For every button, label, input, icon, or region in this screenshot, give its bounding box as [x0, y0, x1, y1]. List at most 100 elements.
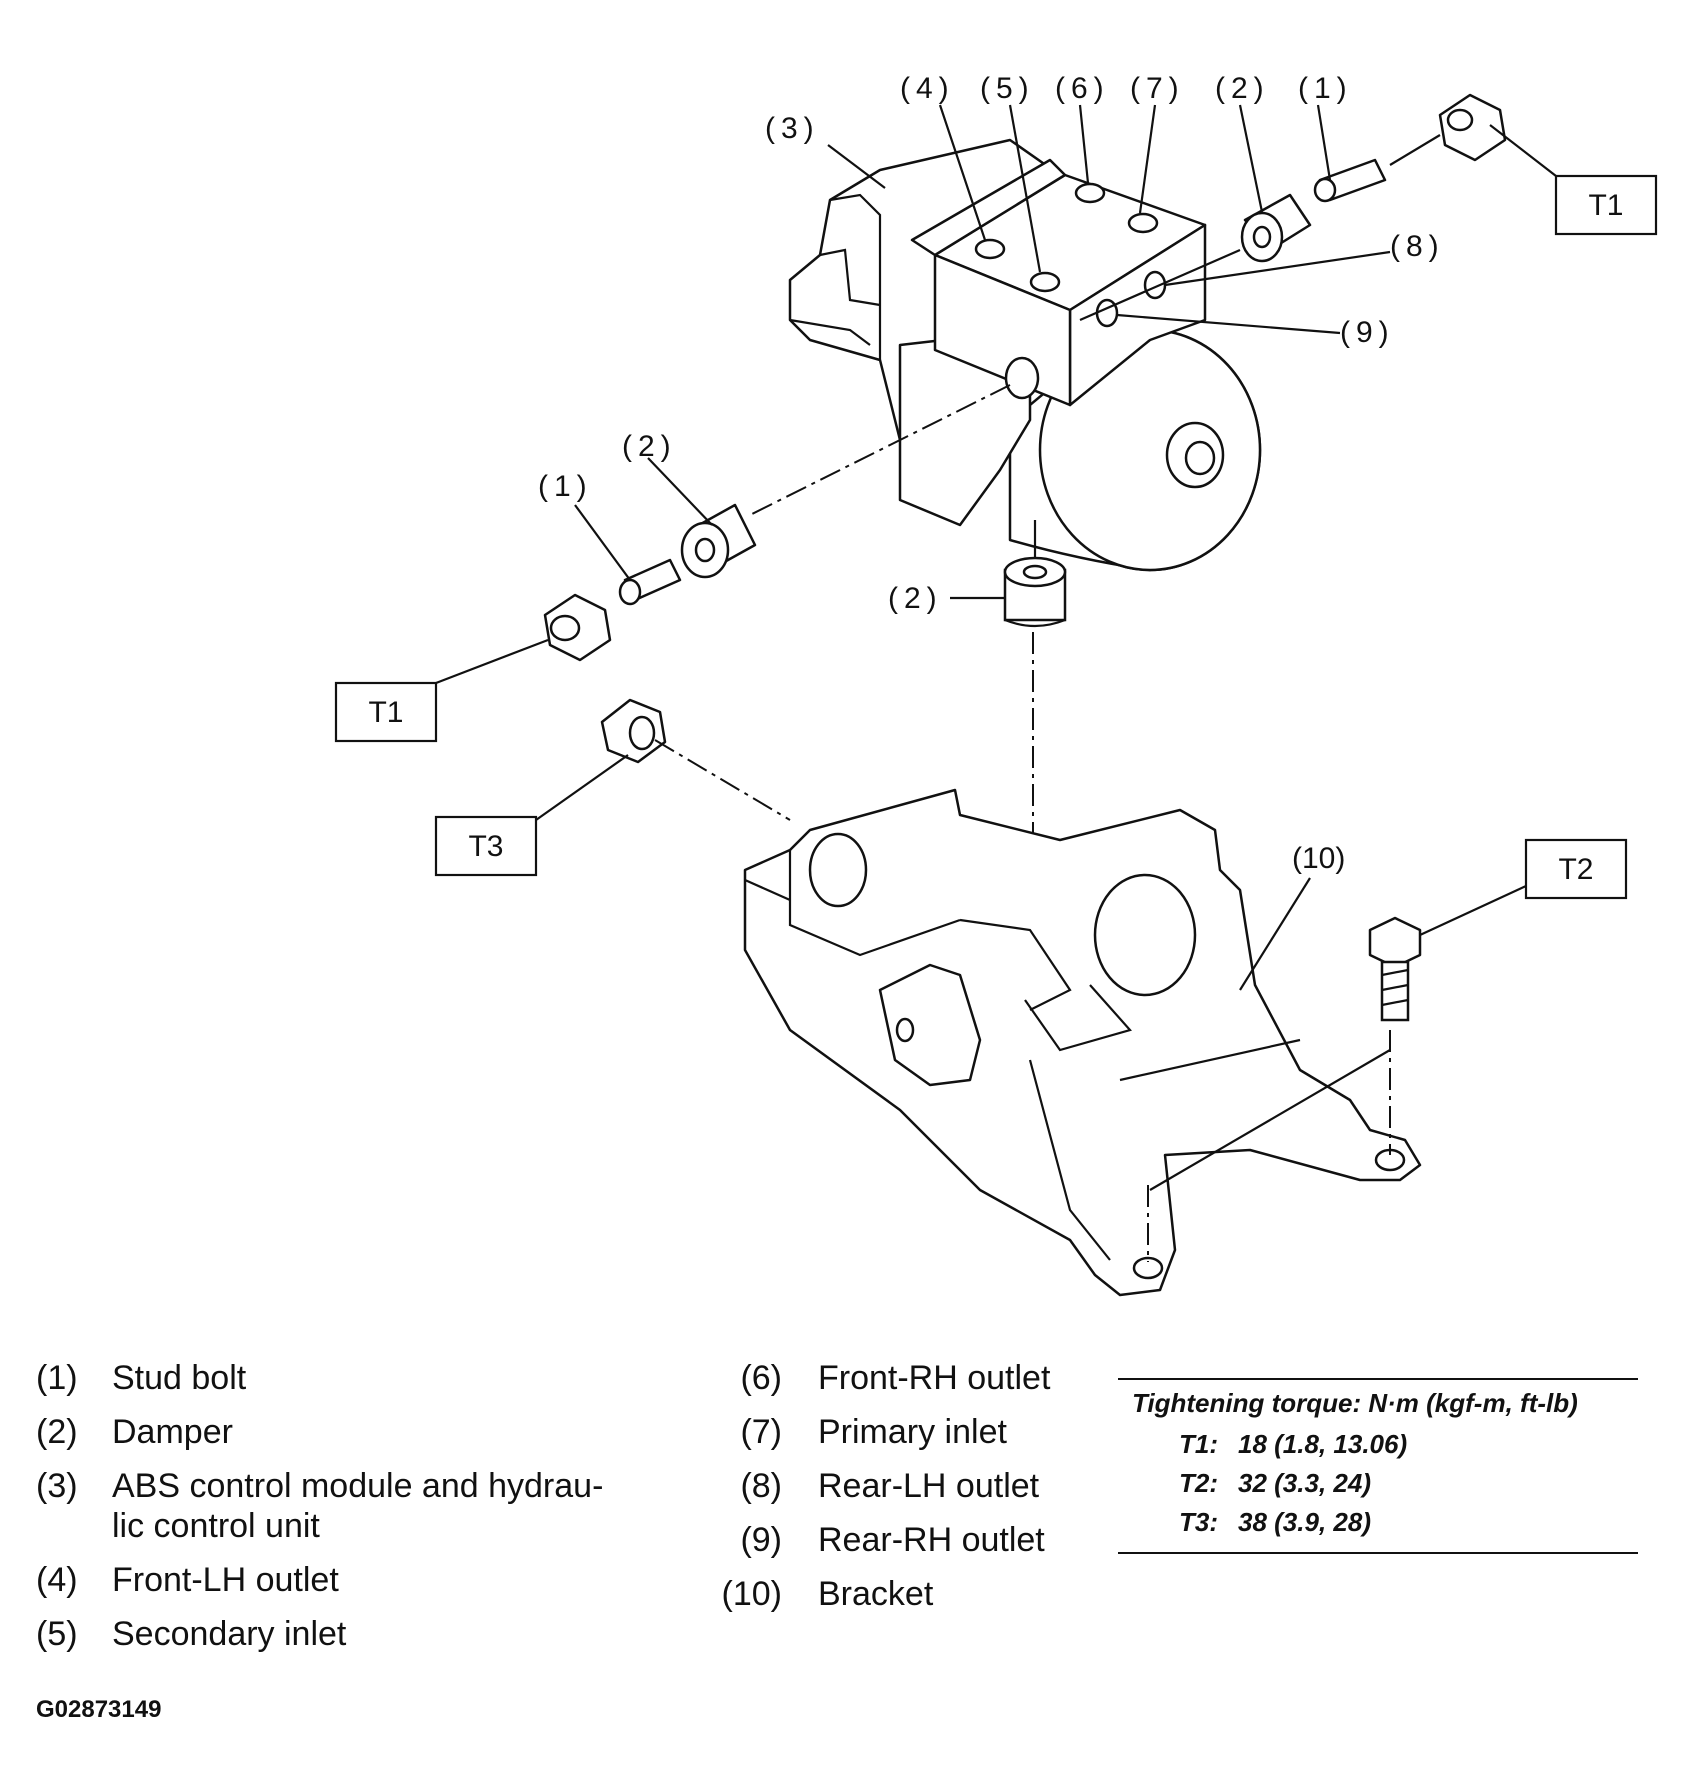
diagram-svg: T1 T1 T3 [334, 72, 1658, 1297]
t3-box [434, 815, 538, 877]
legend-item-5: (5) Secondary inlet [36, 1614, 672, 1654]
torque-key: T1: [1179, 1429, 1218, 1459]
leader-3 [827, 144, 886, 189]
damper-upper-hole [1252, 225, 1272, 249]
t1-left-box [334, 681, 438, 743]
ecu-step [819, 248, 881, 307]
legend-num: (5) [36, 1615, 78, 1653]
legend-text-line2: lic control unit [112, 1507, 320, 1545]
axis-left [749, 384, 1011, 516]
t2-box [1524, 838, 1628, 900]
bracket-center-hole [1093, 873, 1197, 997]
callout-8: (8) [1390, 230, 1445, 263]
t2-label: T2 [1558, 853, 1593, 886]
legend-item-4: (4) Front-LH outlet [36, 1560, 672, 1600]
callout-3: (3) [765, 112, 820, 145]
torque-value: 18 (1.8, 13.06) [1238, 1429, 1408, 1459]
exploded-diagram: T1 T1 T3 [334, 72, 1658, 1297]
t1-left-label: T1 [368, 696, 403, 729]
left-fasteners: T1 [334, 384, 1011, 743]
leader-6 [1078, 104, 1090, 184]
torque-row-t1: T1: 18 (1.8, 13.06) [1118, 1425, 1638, 1464]
legend-text: Front-RH outlet [818, 1359, 1051, 1397]
leader-2-left [647, 457, 713, 526]
torque-value: 38 (3.9, 28) [1238, 1507, 1371, 1537]
damper-left-hole [694, 537, 716, 563]
nut-upper [1438, 93, 1507, 162]
legend-text-line1: ABS control module and hydrau- [112, 1467, 604, 1505]
legend-num: (8) [740, 1467, 782, 1505]
callout-1-left: (1) [538, 470, 593, 503]
legend-item-1: (1) Stud bolt [36, 1358, 672, 1398]
callout-2-top: (2) [1215, 72, 1270, 105]
abs-hydraulic-unit [788, 138, 1262, 572]
legend-text: Damper [112, 1413, 233, 1451]
stud-upper-end [1313, 177, 1337, 203]
bracket [743, 788, 1422, 1297]
legend-text: Primary inlet [818, 1413, 1007, 1451]
block-top-strip [910, 158, 1067, 257]
leader-8 [1164, 250, 1391, 287]
callout-leaders [574, 104, 1391, 991]
axis-upper [1079, 248, 1241, 322]
legend-item-8: (8) Rear-LH outlet [718, 1466, 1050, 1506]
port-primary-inlet [1127, 212, 1159, 234]
torque-key: T3: [1179, 1507, 1218, 1537]
legend-text: Rear-RH outlet [818, 1521, 1045, 1559]
middle-damper [1003, 520, 1067, 960]
bracket-center-slot [1024, 984, 1132, 1052]
legend-item-7: (7) Primary inlet [718, 1412, 1050, 1452]
legend-text: Front-LH outlet [112, 1561, 339, 1599]
bracket-crease [1119, 1038, 1301, 1082]
callout-7: (7) [1130, 72, 1185, 105]
legend-text: Bracket [818, 1575, 934, 1613]
t2-leader [1419, 885, 1527, 936]
bracket-rear-hole [808, 832, 868, 908]
legend-num: (7) [740, 1413, 782, 1451]
t3-fastener: T3 [434, 698, 791, 877]
legend-item-3: (3) ABS control module and hydrau- lic c… [36, 1466, 672, 1546]
damper-mid-hole [1022, 564, 1048, 580]
t2-fastener: T2 [1368, 838, 1628, 1022]
legend-text: Rear-LH outlet [818, 1467, 1040, 1505]
ecu-edge [829, 193, 882, 360]
bracket-foot-hole-left [1132, 1256, 1164, 1280]
motor-shaft-hole [1184, 440, 1216, 476]
t1-top-box [1554, 174, 1658, 236]
t1-top-leader [1489, 124, 1557, 177]
damper-mid-bottom [1004, 618, 1066, 628]
upper-right-fasteners: T1 [1079, 93, 1658, 322]
legend-num: (4) [36, 1561, 78, 1599]
figure-id: G02873149 [36, 1696, 162, 1723]
legend-num: (9) [740, 1521, 782, 1559]
legend-num: (6) [740, 1359, 782, 1397]
leader-10 [1239, 877, 1311, 991]
bracket-lip [744, 878, 791, 902]
legend-num: (2) [36, 1413, 78, 1451]
callout-labels: (4) (5) (6) (7) (2) (1) (3) (8) (9) (2) … [538, 72, 1445, 875]
port-rear-rh [1095, 298, 1119, 328]
torque-value: 32 (3.3, 24) [1238, 1468, 1371, 1498]
bracket-rear-wall [788, 850, 961, 957]
legend-text: Secondary inlet [112, 1615, 347, 1653]
callout-2-mid: (2) [888, 582, 943, 615]
leader-9 [1116, 313, 1341, 335]
leader-7 [1138, 104, 1157, 214]
torque-row-t3: T3: 38 (3.9, 28) [1118, 1503, 1638, 1542]
callout-2-left: (2) [622, 430, 677, 463]
torque-key: T2: [1179, 1468, 1218, 1498]
torque-heading: Tightening torque: N·m (kgf-m, ft-lb) [1132, 1388, 1578, 1418]
legend-item-10: (10) Bracket [718, 1574, 1050, 1614]
port-secondary-inlet [1029, 271, 1061, 293]
legend-column-2: (6) Front-RH outlet (7) Primary inlet (8… [718, 1358, 1051, 1628]
callout-5: (5) [980, 72, 1035, 105]
bracket-side-tab-hole [895, 1017, 915, 1043]
bolt-t2-thread [1381, 968, 1409, 1007]
nut-upper-hole [1446, 108, 1474, 132]
bracket-side-tab [878, 963, 982, 1087]
leader-2-top [1238, 104, 1264, 213]
port-front-lh [974, 238, 1006, 260]
callout-4: (4) [900, 72, 955, 105]
t1-left-leader [435, 638, 549, 685]
legend-column-1: (1) Stud bolt (2) Damper (3) ABS control… [36, 1358, 672, 1668]
